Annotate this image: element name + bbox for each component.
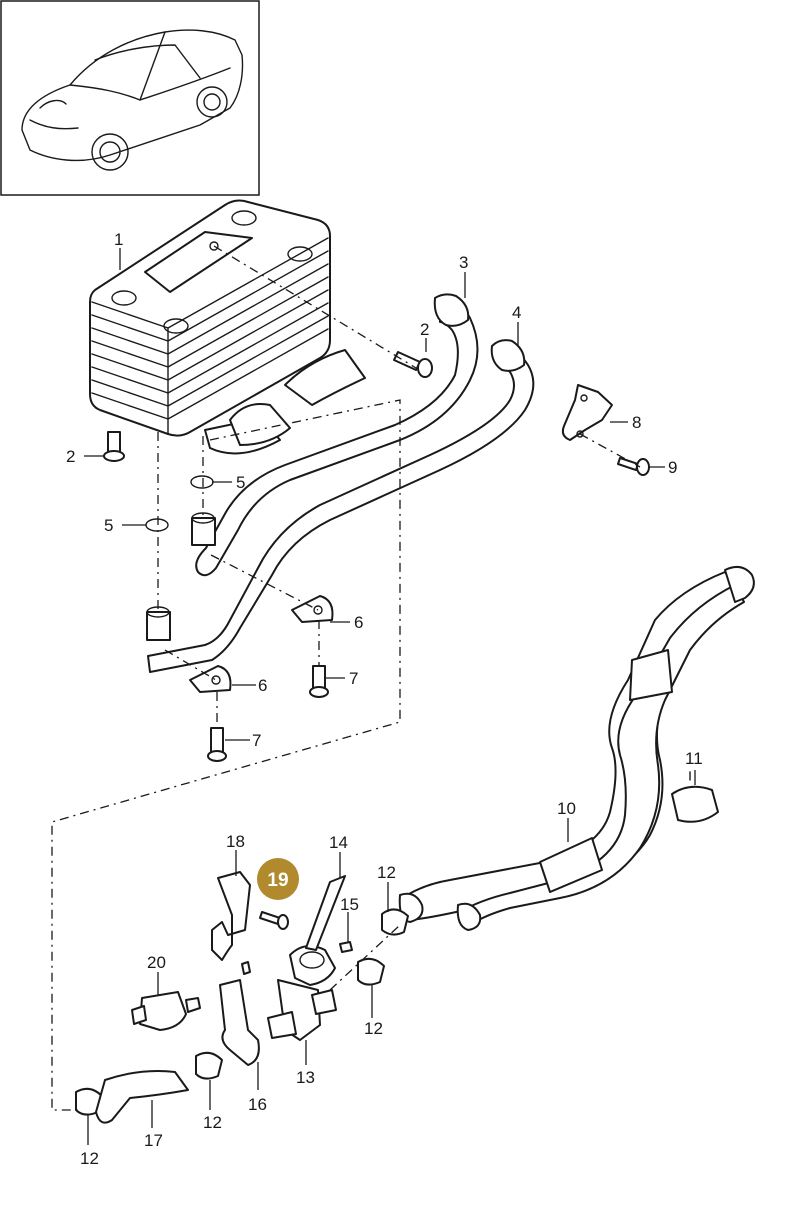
highlight-badge-label[interactable]: 19	[267, 870, 288, 891]
leader-lines	[84, 248, 696, 1145]
callout-11: 11	[685, 749, 703, 768]
callout-4: 4	[512, 303, 521, 322]
callout-2-lower: 2	[66, 447, 75, 466]
callout-8: 8	[632, 413, 641, 432]
hose-assembly	[398, 565, 755, 931]
callout-17: 17	[144, 1131, 163, 1150]
coolant-pipes	[146, 293, 535, 673]
callout-labels: 1 2 2 3 4 5 5 6 6 7 7 8 9 10 11 12 12 12…	[66, 230, 703, 1168]
valve-assembly	[95, 871, 353, 1124]
callout-7-lower: 7	[252, 731, 261, 750]
callout-13: 13	[296, 1068, 315, 1087]
clamps-12	[75, 908, 409, 1116]
highlight-badge[interactable]	[257, 858, 299, 900]
callout-2-upper: 2	[420, 320, 429, 339]
callout-5-lower: 5	[104, 516, 113, 535]
small-parts	[103, 351, 650, 762]
callout-7-upper: 7	[349, 669, 358, 688]
callout-18: 18	[226, 832, 245, 851]
vehicle-thumbnail	[0, 0, 260, 196]
highlighted-part-19[interactable]: 19	[257, 858, 299, 900]
callout-16: 16	[248, 1095, 267, 1114]
callout-20: 20	[147, 953, 166, 972]
callout-1: 1	[114, 230, 123, 249]
callout-10: 10	[557, 799, 576, 818]
clamp-11	[671, 771, 719, 823]
callout-5-upper: 5	[236, 473, 245, 492]
callout-6-lower: 6	[258, 676, 267, 695]
callout-6-upper: 6	[354, 613, 363, 632]
callout-12-left: 12	[80, 1149, 99, 1168]
oil-cooler	[89, 199, 366, 455]
callout-3: 3	[459, 253, 468, 272]
callout-12-right-lower: 12	[364, 1019, 383, 1038]
callout-14: 14	[329, 833, 348, 852]
callout-12-right-upper: 12	[377, 863, 396, 882]
callout-12-middle: 12	[203, 1113, 222, 1132]
callout-15: 15	[340, 895, 359, 914]
callout-9: 9	[668, 458, 677, 477]
assembly-lines	[51, 245, 641, 1111]
